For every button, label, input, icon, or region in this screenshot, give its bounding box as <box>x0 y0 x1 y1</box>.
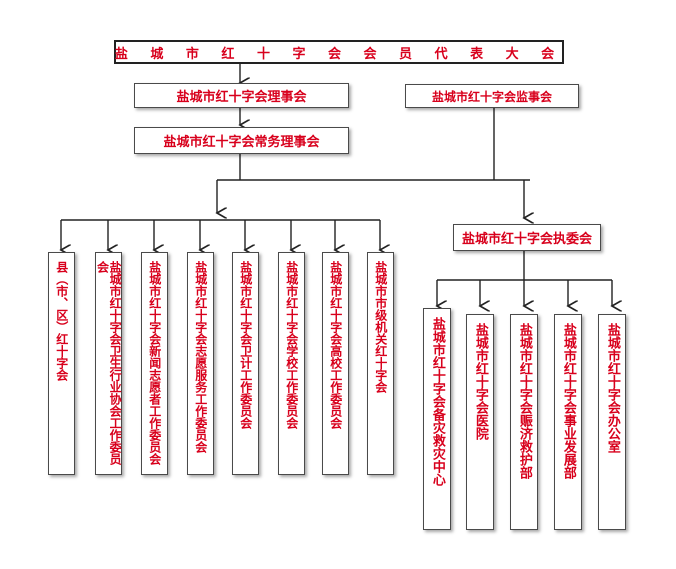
hospital-box: 盐城市红十字会医院 <box>466 314 494 530</box>
member-assembly-box: 盐 城 市 红 十 字 会 会 员 代 表 大 会 <box>114 40 564 64</box>
news-volunteer-committee-box: 盐城市红十字会新闻志愿者工作委员会 <box>141 252 168 475</box>
university-committee-box: 盐城市红十字会高校工作委员会 <box>322 252 349 475</box>
health-planning-committee-box: 盐城市红十字会卫计工作委员会 <box>232 252 259 475</box>
office-box: 盐城市红十字会办公室 <box>598 314 626 530</box>
county-red-cross-box: 县（市、区）红十字会 <box>48 252 75 475</box>
relief-rescue-dept-box: 盐城市红十字会赈济救护部 <box>510 314 538 530</box>
health-industry-committee-box: 盐城市红十字会卫生行业协会工作委员会 <box>95 252 122 475</box>
school-committee-box: 盐城市红十字会学校工作委员会 <box>278 252 305 475</box>
volunteer-service-committee-box: 盐城市红十字会志愿服务工作委员会 <box>187 252 214 475</box>
council-box: 盐城市红十字会理事会 <box>134 83 349 108</box>
supervisory-board-box: 盐城市红十字会监事会 <box>405 84 579 108</box>
disaster-relief-center-box: 盐城市红十字会备灾救灾中心 <box>423 308 451 530</box>
executive-committee-box: 盐城市红十字会执委会 <box>453 224 601 251</box>
city-agencies-red-cross-box: 盐城市市级机关红十字会 <box>367 252 394 475</box>
standing-council-box: 盐城市红十字会常务理事会 <box>134 127 349 154</box>
development-dept-box: 盐城市红十字会事业发展部 <box>554 314 582 530</box>
